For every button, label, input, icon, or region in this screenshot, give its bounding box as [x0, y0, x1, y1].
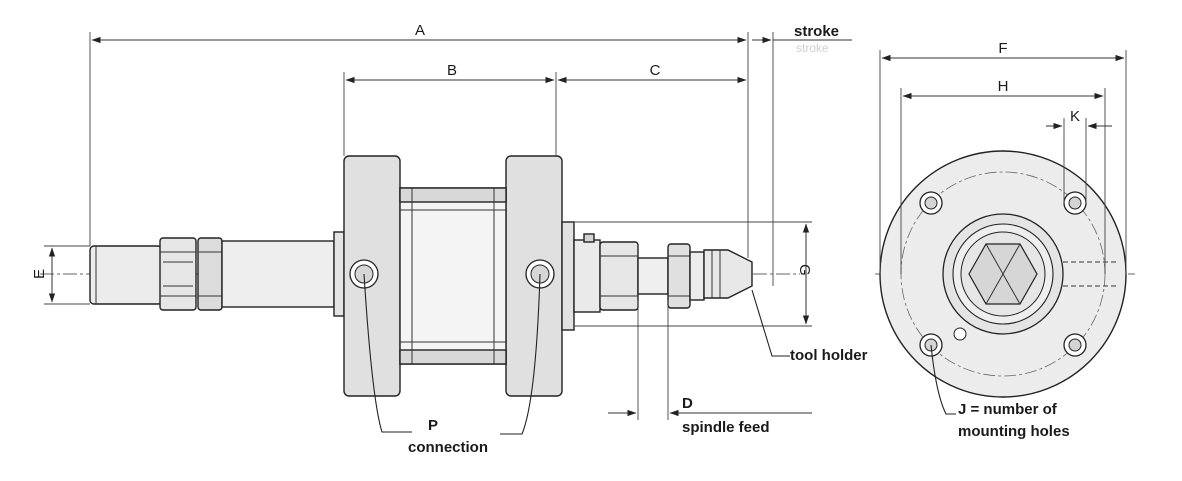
- rear-hex-nut: [159, 237, 197, 311]
- label-A: A: [415, 22, 425, 39]
- label-D: D: [682, 395, 693, 412]
- cylinder-barrel: [399, 187, 507, 365]
- front-hex-coupling: [599, 241, 639, 311]
- spindle: [637, 257, 669, 295]
- label-H: H: [998, 78, 1009, 95]
- label-spindle-feed: spindle feed: [682, 419, 770, 436]
- rear-cap: [89, 245, 163, 305]
- label-K: K: [1070, 108, 1080, 125]
- mounting-hole-tl: [919, 191, 943, 215]
- front-housing: [561, 221, 575, 331]
- label-mounting-holes-2: mounting holes: [958, 423, 1070, 440]
- leader-tool-holder: [751, 289, 790, 357]
- front-view: F H K J = number of mounting holes: [875, 40, 1135, 440]
- label-connection: connection: [408, 439, 488, 456]
- rear-shaft: [221, 240, 335, 308]
- label-tool-holder: tool holder: [790, 347, 868, 364]
- side-view: A stroke stroke B C E G D spindle feed t…: [31, 22, 868, 456]
- label-B: B: [447, 62, 457, 79]
- label-mounting-holes-1: J = number of: [958, 401, 1058, 418]
- svg-text:stroke: stroke: [796, 41, 829, 55]
- label-C: C: [650, 62, 661, 79]
- mounting-hole-br: [1063, 333, 1087, 357]
- leader-port-right: [500, 273, 541, 435]
- leader-port-left: [363, 273, 412, 433]
- label-G: G: [796, 264, 813, 276]
- label-P: P: [428, 417, 438, 434]
- mounting-hole-tr: [1063, 191, 1087, 215]
- label-F: F: [998, 40, 1007, 57]
- rear-lock-nut: [197, 237, 223, 311]
- label-E: E: [31, 269, 48, 279]
- tool-holder: [703, 249, 753, 299]
- label-stroke: stroke: [794, 23, 839, 40]
- leader-mounting-holes: [930, 344, 956, 415]
